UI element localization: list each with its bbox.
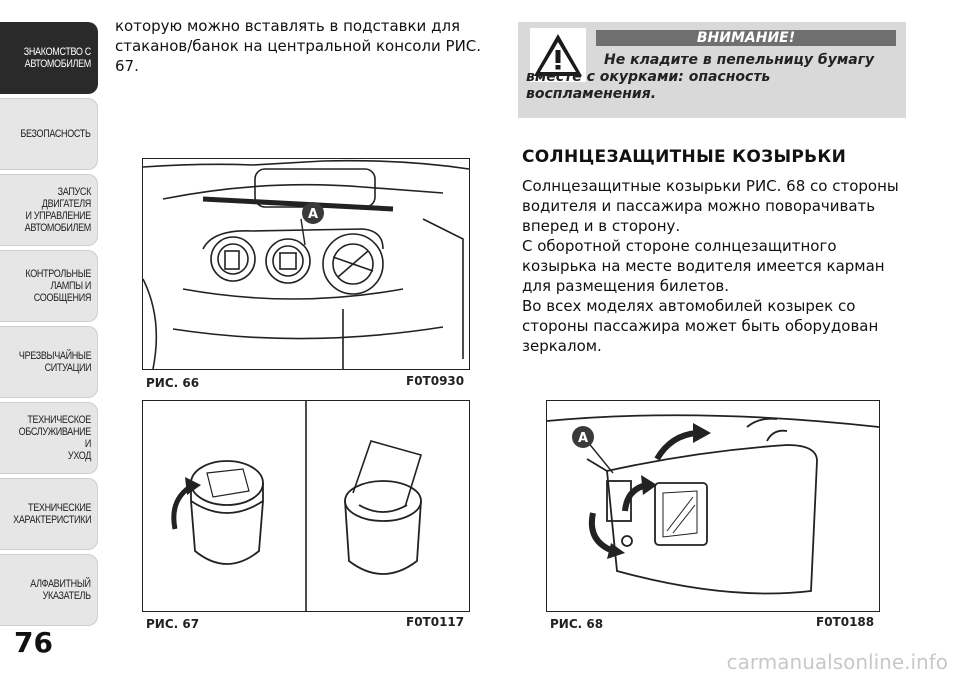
tab-label: АЛФАВИТНЫЙ УКАЗАТЕЛЬ: [30, 578, 92, 602]
warning-text: Не кладите в пепельницу бумагу вместе с …: [526, 52, 875, 102]
warning-triangle-icon: [530, 28, 586, 82]
figure-67-code: F0T0117: [406, 615, 465, 629]
figure-68-sun-visor-illustration: A: [546, 400, 880, 612]
figure-68-marker: A: [578, 431, 588, 446]
figure-66-marker: A: [308, 207, 318, 222]
section-paragraph-3: Во всех моделях автомобилей козырек со с…: [522, 297, 879, 355]
figure-66-console-illustration: A: [142, 158, 470, 370]
tab-label: ЗНАКОМСТВО С АВТОМОБИЛЕМ: [23, 46, 92, 70]
figure-67-caption: РИС. 67: [146, 617, 200, 631]
intro-paragraph: которую можно вставлять в подставки для …: [115, 17, 482, 75]
tab-starting[interactable]: ЗАПУСК ДВИГАТЕЛЯ И УПРАВЛЕНИЕ АВТОМОБИЛЕ…: [0, 174, 98, 246]
tab-label: КОНТРОЛЬНЫЕ ЛАМПЫ И СООБЩЕНИЯ: [25, 268, 91, 304]
tab-specs[interactable]: ТЕХНИЧЕСКИЕ ХАРАКТЕРИСТИКИ: [0, 478, 98, 550]
tab-maintenance[interactable]: ТЕХНИЧЕСКОЕ ОБСЛУЖИВАНИЕ И УХОД: [0, 402, 98, 474]
warning-box: ВНИМАНИЕ! Не кладите в пепельницу бумагу…: [518, 22, 906, 118]
watermark: carmanualsonline.info: [726, 650, 948, 674]
tab-label: БЕЗОПАСНОСТЬ: [20, 128, 91, 140]
figure-68-code: F0T0188: [816, 615, 875, 629]
tab-index[interactable]: АЛФАВИТНЫЙ УКАЗАТЕЛЬ: [0, 554, 98, 626]
tab-emergency[interactable]: ЧРЕЗВЫЧАЙНЫЕ СИТУАЦИИ: [0, 326, 98, 398]
page-number: 76: [14, 626, 53, 659]
warning-title: ВНИМАНИЕ!: [596, 30, 896, 46]
tab-label: ЗАПУСК ДВИГАТЕЛЯ И УПРАВЛЕНИЕ АВТОМОБИЛЕ…: [24, 186, 92, 234]
tab-label: ТЕХНИЧЕСКИЕ ХАРАКТЕРИСТИКИ: [12, 502, 91, 526]
tab-warning-lights[interactable]: КОНТРОЛЬНЫЕ ЛАМПЫ И СООБЩЕНИЯ: [0, 250, 98, 322]
tab-intro[interactable]: ЗНАКОМСТВО С АВТОМОБИЛЕМ: [0, 22, 98, 94]
tab-safety[interactable]: БЕЗОПАСНОСТЬ: [0, 98, 98, 170]
section-paragraph-1: Солнцезащитные козырьки РИС. 68 со сторо…: [522, 177, 899, 235]
figure-66-code: F0T0930: [406, 374, 465, 388]
section-paragraph-2: С оборотной стороне солнцезащитного козы…: [522, 237, 885, 295]
tab-label: ЧРЕЗВЫЧАЙНЫЕ СИТУАЦИИ: [18, 350, 92, 374]
figure-67-ashtray-illustration: [142, 400, 470, 612]
figure-68-caption: РИС. 68: [550, 617, 604, 631]
section-title: СОЛНЦЕЗАЩИТНЫЕ КОЗЫРЬКИ: [522, 147, 847, 167]
figure-66-caption: РИС. 66: [146, 376, 200, 390]
tab-label: ТЕХНИЧЕСКОЕ ОБСЛУЖИВАНИЕ И УХОД: [18, 414, 92, 462]
